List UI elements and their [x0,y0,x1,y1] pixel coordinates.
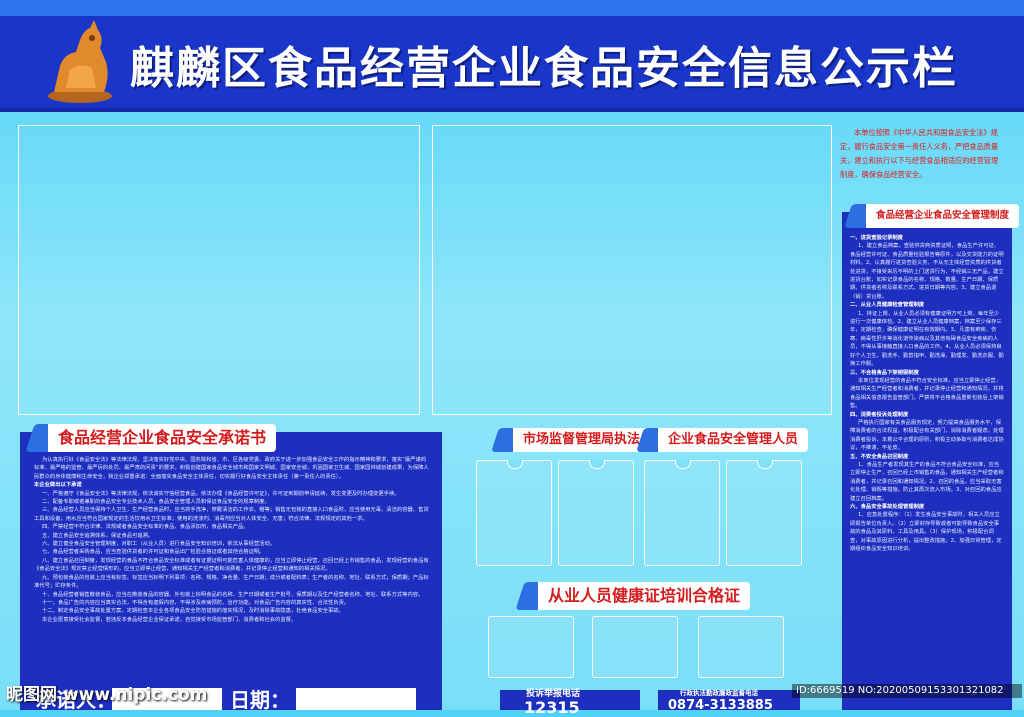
promise-item: 九、预包装食品的包装上应当有标签。标签应当标明下列事项：名称、规格、净含量、生产… [34,574,429,590]
promise-panel: 食品经营企业食品安全承诺书 为认真执行好《食品安全法》等法律法规，坚决落实好党中… [20,424,442,712]
admin-number: 0874-3133885 [668,698,773,713]
health-cert-card [592,616,678,678]
intro-text: 本单位按照《中华人民共和国食品安全法》规定，履行食品安全第一责任人义务，严把食品… [840,128,999,179]
section-body: 1、应急处置程序：（1）发生食品安全事故时，相关人员应立即报告单位负责人。（2）… [850,512,1002,553]
promise-intro: 为认真执行好《食品安全法》等法律法规，坚决落实好党中央、国务院和省、市、区各级党… [34,457,429,480]
section-body: 1、建立食品档案，查验供货商资质证照，食品生产许可证、食品经营许可证、食品质量检… [850,243,1004,300]
officer-photo-card [558,460,634,566]
promise-sub-heading: 本企业做出以下承诺 [34,482,82,489]
promise-item: 十一、食品广告的内容应当真实合法，不得含有虚假内容，不得涉及疾病预防、治疗功能。… [42,599,350,606]
section-body: 1、持证上岗，从业人员必须有健康证明方可上岗，每年至少进行一次健康体检。2、建立… [850,310,1004,368]
date-field [296,688,416,710]
promise-item: 二、配备专职或者兼职的食品安全专业技术人员，食品安全管理人员和保证食品安全的规章… [42,499,270,506]
management-panel: 食品经营企业食品安全管理制度 一、进货查验记录制度 1、建立食品档案，查验供货商… [842,204,1020,710]
card-notch [589,460,605,469]
card-notch [675,460,691,469]
promise-item: 四、严禁经营不符合法律、法规或者食品安全标准的食品、食品添加剂，食品相关产品。 [42,524,249,531]
promise-item: 三、食品经营人员应当保持个人卫生，生产经营食品时，应当将手洗净，穿戴清洁的工作衣… [34,507,429,522]
admin-label: 行政执法勤政廉政监督电话 [680,689,758,697]
watermark-right: ID:6669519 NO:20200509153301321082 [796,685,1004,696]
signer-label: 承诺人： [36,688,116,712]
promise-body: 为认真执行好《食品安全法》等法律法规，坚决落实好党中央、国务院和省、市、区各级党… [34,456,430,676]
header-top-strip [0,0,1024,16]
health-cert-card [488,616,574,678]
complaint-label: 投诉举报电话 [526,689,581,699]
health-cert-card [698,616,784,678]
signer-field [112,688,222,710]
watermark-right-bg: ID:6669519 NO:20200509153301321082 [792,684,1022,698]
section-body: 本单位发现经营的食品不符合安全标准，应当立即停止经营，通知相关生产经营者和消费者… [850,377,1004,410]
promise-item: 七、食品经营者采购食品，应当查验供货者的许可证和食品出厂检验合格证或者其他合格证… [42,549,265,556]
officer-photo-card [726,460,802,566]
section-title: 三、不合格食品下架销毁制度 [850,369,919,376]
management-body: 一、进货查验记录制度 1、建立食品档案，查验供货商资质证照，食品生产许可证、食品… [850,234,1004,704]
management-heading: 食品经营企业食品安全管理制度 [866,204,1020,228]
officer-photo-card [644,460,720,566]
header-banner [0,0,1024,112]
promise-item: 六、建立健全食品安全管理制度，对职工（从业人员）进行食品安全知识培训，依法从事经… [42,541,276,548]
section-title: 六、食品安全事故处理管理制度 [850,504,925,510]
page-title: 麒麟区食品经营企业食品安全信息公示栏 [130,43,958,94]
enterprise-heading: 企业食品安全管理人员 [658,428,809,452]
promise-item: 八、建立食品召回制度，发现经营的食品不符合食品安全标准或者有证据证明可能危害人体… [34,557,429,573]
promise-item: 五、建立食品安全追溯体系，保证食品可追溯。 [42,532,154,539]
complaint-number: 12315 [524,698,580,717]
section-title: 二、从业人员健康检查管理制度 [850,302,925,309]
header-bottom-strip [0,108,1024,112]
section-title: 五、不安全食品召回制度 [850,453,909,460]
watermark-left: 昵图网 www.nipic.com [6,685,208,705]
promise-heading: 食品经营企业食品安全承诺书 [48,424,277,452]
health-heading: 从业人员健康证培训合格证 [538,582,751,610]
officer-photo-card [476,460,552,566]
section-body: 1、食品生产者发现其生产的食品不符合食品安全标准，应当立即停止生产，召回已经上市… [850,461,1004,502]
promise-item: 十二、制定食品安全事故处置方案，定期检查本企业各项食品安全防范措施的落实情况，及… [42,608,344,615]
promise-item: 十、食品经营者销售散装食品，应当在散装食品的容器、外包装上标明食品的名称、生产日… [42,591,424,598]
section-title: 一、进货查验记录制度 [850,235,903,241]
promise-item: 本企业愿意接受社会监督，若违反本食品经营企业保证承诺，自觉接受市场监管部门、消费… [42,616,297,623]
section-title: 四、消费者投诉处理制度 [850,411,909,418]
card-notch [757,460,773,469]
promise-item: 一、严格遵守《食品安全法》等法律法规，依法诚实守信经营食品，依法办理《食品经营许… [42,490,400,497]
complaint-hotline-box: 投诉举报电话 12315 [500,689,640,717]
section-body: 严格执行国家有关食品服务规定，努力提高食品服务水平，保障消费者的合法权益。积极配… [850,419,1004,452]
photo-frame-center [432,125,832,415]
qilin-statue-icon [48,20,112,103]
photo-frame-left [18,125,420,415]
date-label: 日期： [230,688,290,712]
admin-hotline-box: 行政执法勤政廉政监督电话 0874-3133885 [658,689,800,713]
card-notch [507,460,523,469]
